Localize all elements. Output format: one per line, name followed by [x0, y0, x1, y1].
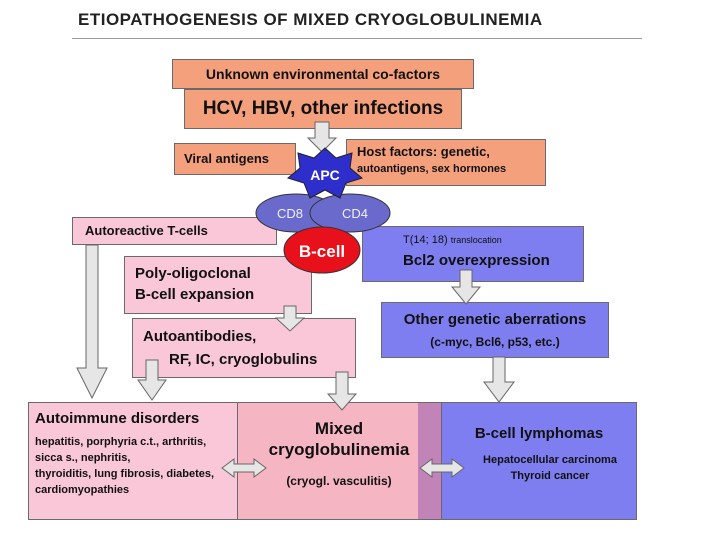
lymphoma-line2: Thyroid cancer	[510, 470, 590, 482]
arrow-t-to-autoimmune	[76, 244, 108, 400]
viral-antigens-label: Viral antigens	[184, 151, 270, 166]
infections-label: HCV, HBV, other infections	[202, 98, 444, 119]
poly-expansion-line2: B-cell expansion	[135, 286, 255, 303]
lymphoma-title: B-cell lymphomas	[474, 425, 604, 442]
arrow-autoab-to-mixed	[326, 371, 358, 411]
other-genetic-line2: (c-myc, Bcl6, p53, etc.)	[430, 335, 560, 349]
host-factors-box: Host factors: genetic, autoantigens, sex…	[346, 139, 546, 186]
title-divider	[72, 38, 642, 39]
bcell-shape	[283, 226, 361, 274]
arrow-autoab-to-autoimmune	[137, 359, 167, 401]
double-arrow-left	[221, 458, 267, 478]
autoreactive-t-label: Autoreactive T-cells	[85, 223, 208, 238]
autoimmune-line: cardiomyopathies	[35, 484, 130, 496]
cd8-label: CD8	[277, 206, 303, 221]
lymphoma-box: B-cell lymphomas Hepatocellular carcinom…	[441, 402, 637, 520]
lymphoma-line1: Hepatocellular carcinoma	[483, 454, 617, 466]
arrow-infections-to-apc	[306, 121, 338, 153]
autoantibodies-line2: RF, IC, cryoglobulins	[169, 351, 318, 368]
bcl2-label: Bcl2 overexpression	[403, 252, 550, 269]
autoimmune-title: Autoimmune disorders	[35, 410, 200, 427]
mixed-line3: (cryogl. vasculitis)	[286, 474, 392, 488]
autoreactive-t-box: Autoreactive T-cells	[72, 217, 277, 245]
host-factors-line1: Host factors: genetic,	[357, 144, 490, 159]
autoimmune-line: thyroiditis, lung fibrosis, diabetes,	[35, 468, 215, 480]
translocation-small: translocation	[450, 235, 502, 245]
apc-cell	[286, 147, 364, 199]
autoimmune-box: Autoimmune disorders hepatitis, porphyri…	[28, 402, 238, 520]
env-cofactors-box: Unknown environmental co-factors	[172, 59, 474, 89]
double-arrow-right	[419, 458, 465, 478]
mixed-line1: Mixed	[314, 419, 364, 438]
cd4-label: CD4	[342, 206, 368, 221]
translocation-label: T(14; 18) translocation	[403, 234, 583, 246]
host-factors-line2: autoantigens, sex hormones	[357, 163, 507, 175]
apc-label: APC	[310, 167, 340, 183]
other-genetic-box: Other genetic aberrations (c-myc, Bcl6, …	[381, 302, 609, 358]
arrow-poly-to-autoab	[274, 305, 306, 332]
cd4-cell	[309, 193, 391, 233]
translocation-main: T(14; 18)	[403, 234, 448, 246]
page-title: ETIOPATHOGENESIS OF MIXED CRYOGLOBULINEM…	[78, 10, 543, 29]
autoantibodies-box: Autoantibodies, RF, IC, cryoglobulins	[132, 318, 356, 378]
arrow-bcl2-to-genetic	[450, 269, 482, 305]
other-genetic-line1: Other genetic aberrations	[403, 311, 587, 328]
autoimmune-line: hepatitis, porphyria c.t., arthritis,	[35, 436, 207, 448]
autoimmune-line: sicca s., nephritis,	[35, 452, 131, 464]
mixed-line2: cryoglobulinemia	[268, 440, 410, 459]
env-cofactors-label: Unknown environmental co-factors	[205, 66, 441, 82]
viral-antigens-box: Viral antigens	[174, 143, 296, 175]
mixed-text: Mixed cryoglobulinemia (cryogl. vasculit…	[244, 418, 434, 488]
bcell-label: B-cell	[299, 242, 345, 261]
poly-expansion-box: Poly-oligoclonal B-cell expansion	[124, 256, 312, 314]
arrow-genetic-to-lymphoma	[483, 356, 515, 403]
translocation-box: T(14; 18) translocation Bcl2 overexpress…	[362, 226, 584, 282]
poly-expansion-line1: Poly-oligoclonal	[135, 265, 251, 282]
autoantibodies-line1: Autoantibodies,	[143, 328, 257, 345]
